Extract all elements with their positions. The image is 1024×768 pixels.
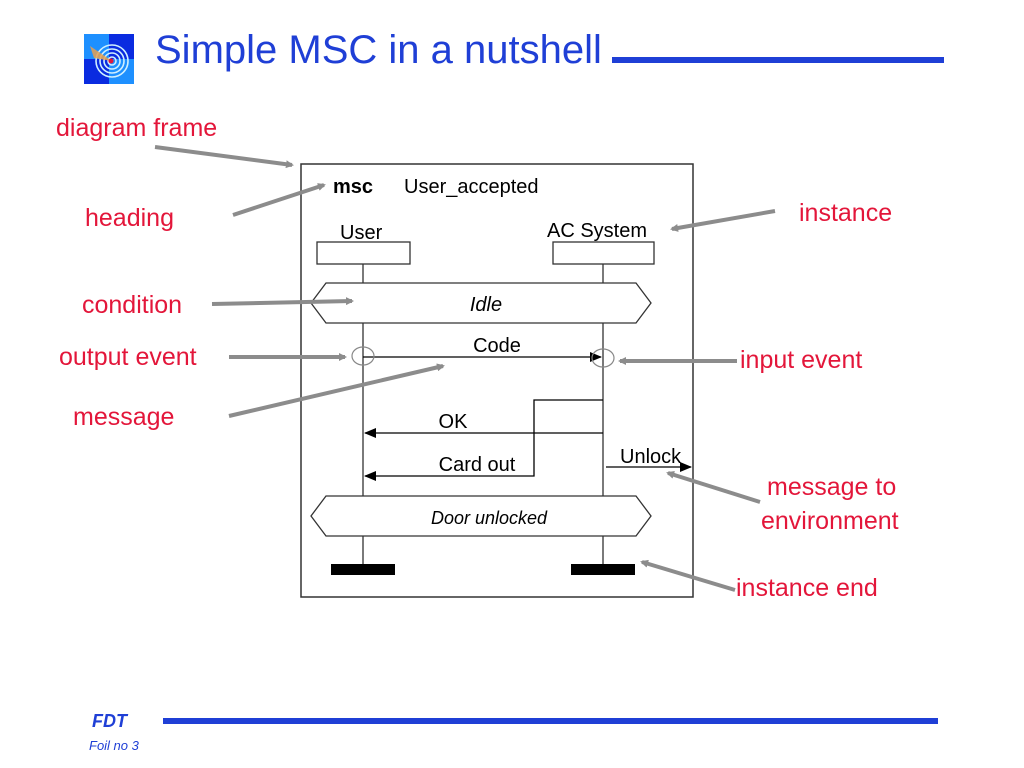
callout-instance: instance — [799, 199, 893, 227]
callout-message-to-environment-line1: message to — [767, 473, 897, 501]
instance-end-user — [331, 564, 395, 575]
callout-arrow-message — [228, 363, 445, 418]
message-card-out-label: Card out — [439, 454, 516, 476]
condition-door-unlocked-label: Door unlocked — [431, 508, 548, 528]
msc-name: User_accepted — [404, 176, 539, 198]
callout-instance-end: instance end — [736, 574, 878, 602]
callout-message-to-environment-line2: environment — [761, 507, 899, 535]
message-card-out[interactable] — [364, 399, 603, 481]
callout-arrow-condition — [211, 297, 354, 306]
footer-foil-number: Foil no 3 — [89, 738, 139, 753]
slide-title: Simple MSC in a nutshell — [155, 28, 602, 72]
callout-arrow-instance-end — [640, 559, 736, 592]
callout-arrow-message-to-environment — [666, 470, 761, 504]
callout-message: message — [73, 403, 175, 431]
input-event-marker — [591, 348, 615, 368]
callout-input-event: input event — [740, 346, 863, 374]
callout-arrow-diagram-frame — [154, 145, 294, 169]
radar-target-logo-icon — [84, 34, 134, 84]
instance-ac-system-head[interactable] — [552, 241, 655, 265]
diagram-frame — [300, 163, 694, 598]
callout-arrow-heading — [232, 183, 326, 217]
callout-arrow-instance — [670, 209, 776, 232]
message-unlock-label: Unlock — [620, 446, 682, 468]
condition-door-unlocked[interactable] — [310, 495, 652, 537]
footer-rule — [163, 718, 938, 724]
callout-output-event: output event — [59, 343, 197, 371]
msc-keyword: msc — [333, 176, 373, 198]
instance-user-label: User — [340, 222, 383, 244]
instance-end-ac-system — [571, 564, 635, 575]
condition-idle-label: Idle — [470, 294, 502, 316]
instance-ac-system-label: AC System — [547, 220, 647, 242]
message-ok-label: OK — [439, 411, 469, 433]
callout-diagram-frame: diagram frame — [56, 114, 218, 142]
message-code-label: Code — [473, 335, 521, 357]
instance-user-head[interactable] — [316, 241, 411, 265]
callout-heading: heading — [85, 204, 174, 232]
output-event-marker — [351, 346, 375, 366]
callout-condition: condition — [82, 291, 183, 319]
footer-brand: FDT — [92, 711, 127, 731]
title-rule — [612, 57, 944, 63]
